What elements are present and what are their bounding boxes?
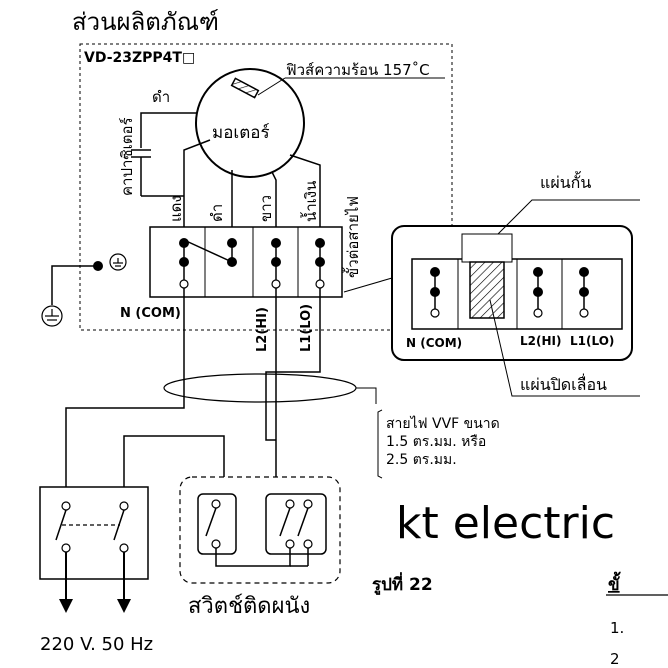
wire-blue [289, 154, 321, 240]
inset-l2-label: L2(HI) [520, 334, 561, 348]
wire-motor-black-cap [140, 112, 197, 148]
vvf-bracket [377, 409, 383, 479]
product-label: ส่วนผลิตภัณฑ์ [72, 8, 219, 36]
terminal-ncom-label: N (COM) [120, 306, 181, 321]
terminal-block-label: ขั้วต่อสายไฟ [342, 196, 362, 278]
motor-circle [195, 68, 305, 178]
inset-detail [391, 199, 640, 397]
thermal-fuse-label: ฟิวส์ความร้อน 157˚C [286, 61, 430, 79]
field-wire-power-hot [123, 435, 225, 498]
inset-ncom-label: N (COM) [406, 336, 462, 350]
capacitor-icon [131, 149, 184, 197]
inset-leader [343, 277, 393, 293]
vvf-line-1: สายไฟ VVF ขนาด [386, 415, 500, 432]
wire-label-white: ขาว [257, 195, 275, 222]
wire-label-black: ดำ [208, 204, 226, 222]
terminal-block [149, 226, 343, 298]
partition-label: แผ่นกั้น [540, 171, 591, 192]
vvf-cable-bundle [163, 373, 357, 403]
motor-label: มอเตอร์ [212, 123, 270, 143]
wall-switch-icon [179, 476, 341, 584]
terminal-l2-label: L2(HI) [255, 307, 270, 352]
terminal-l1-label: L1(LO) [299, 304, 314, 352]
figure-label: รูปที่ 22 [372, 572, 433, 596]
steps-heading: ขั้ [608, 571, 621, 595]
power-supply-label: 220 V. 50 Hz [40, 634, 153, 655]
wire-white [271, 171, 277, 240]
step-number-2: 2 [610, 650, 620, 668]
wire-label-red: แดง [167, 195, 185, 222]
field-wire-ncom [65, 288, 185, 498]
capacitor-label: คาปาซิเตอร์ [118, 117, 136, 196]
vvf-leader [356, 387, 377, 404]
earth-terminal-icon [41, 253, 127, 327]
watermark-text: kt electric [396, 498, 615, 549]
field-wire-l1 [265, 288, 321, 441]
vvf-line-2: 1.5 ตร.มม. หรือ [386, 434, 486, 450]
product-boundary [79, 43, 453, 331]
slide-cover-label: แผ่นปิดเลื่อน [520, 373, 607, 394]
wire-label-blue: น้ำเงิน [300, 181, 320, 222]
wire-red [183, 139, 211, 240]
double-pole-switch-icon [39, 486, 149, 580]
thermal-fuse-icon [230, 77, 445, 99]
vvf-line-3: 2.5 ตร.มม. [386, 452, 457, 468]
wire-red-jumper [183, 239, 233, 263]
model-number: VD-23ZPP4T□ [84, 50, 195, 66]
wall-switch-label: สวิตช์ติดผนัง [188, 594, 310, 619]
step-number-1: 1. [610, 619, 624, 637]
black-wire-top-label: ดำ [152, 88, 170, 106]
inset-l1-label: L1(LO) [570, 334, 614, 348]
